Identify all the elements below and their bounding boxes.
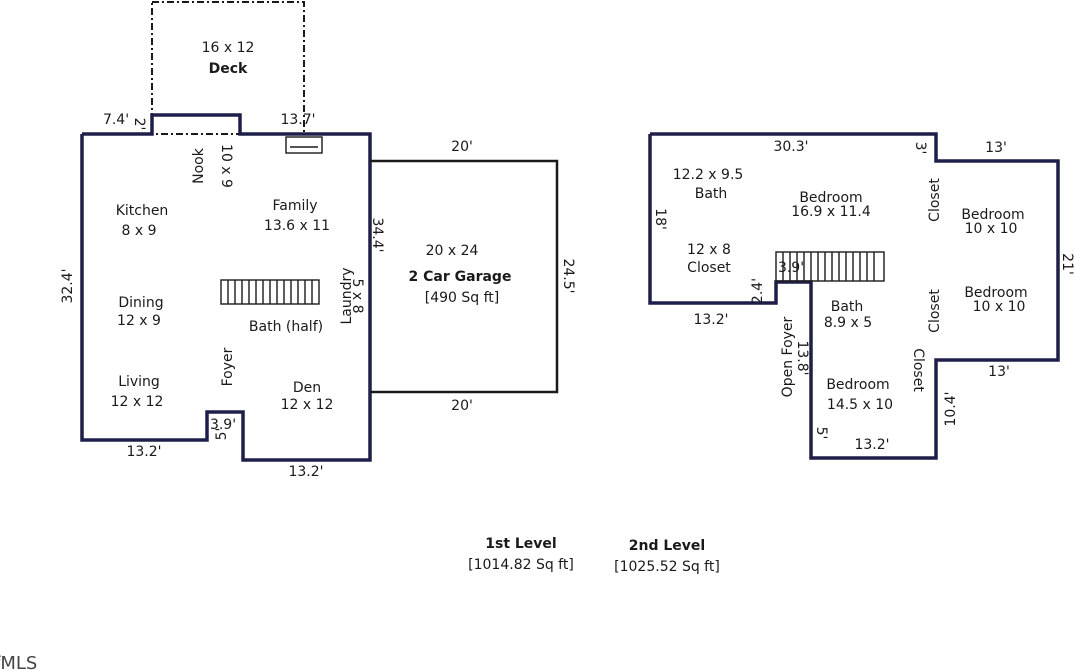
meas2-left: 18' — [652, 208, 668, 230]
meas2-bottom-notch: 5' — [813, 427, 829, 440]
living-dims: 12 x 12 — [111, 394, 164, 410]
bedroom-main-name: Bedroom — [799, 190, 862, 206]
closet-a-dims: 12 x 8 — [687, 242, 731, 258]
level-1-area: [1014.82 Sq ft] — [468, 557, 574, 573]
level-2-walls — [648, 132, 1060, 460]
fireplace — [285, 136, 323, 154]
meas2-right-top: 13' — [985, 140, 1007, 156]
level-2-area: [1025.52 Sq ft] — [614, 559, 720, 575]
meas2-small-3: 3' — [912, 142, 928, 155]
garage-area: [490 Sq ft] — [425, 290, 500, 306]
open-foyer-name: Open Foyer — [780, 316, 796, 397]
level-1-walls — [80, 113, 372, 462]
closet-a-name: Closet — [687, 260, 731, 276]
kitchen-dims: 8 x 9 — [122, 223, 157, 239]
meas-left: 32.4' — [60, 268, 76, 303]
bath-half-name: Bath (half) — [249, 319, 323, 335]
dining-dims: 12 x 9 — [117, 313, 161, 329]
deck-dims: 16 x 12 — [202, 40, 255, 56]
bedroom-2-name: Bedroom — [964, 285, 1027, 301]
closet-2-name: Closet — [927, 289, 943, 333]
meas2-right: 21' — [1059, 253, 1075, 275]
garage-outline — [370, 159, 559, 394]
level-1-plan: 16 x 12 Deck Kitchen 8 x 9 — [60, 1, 576, 480]
bath-b-dims: 8.9 x 5 — [824, 315, 872, 331]
closet-1-name: Closet — [927, 178, 943, 222]
meas2-stair-side: 2.4' — [750, 278, 766, 304]
den-dims: 12 x 12 — [281, 397, 334, 413]
stairs-level-1 — [220, 279, 320, 305]
living-name: Living — [118, 374, 160, 390]
closet-3-name: Closet — [910, 348, 926, 392]
meas-top: 13.7' — [280, 112, 315, 128]
bath-a-name: Bath — [695, 186, 728, 202]
meas-mid: 34.4' — [369, 217, 385, 252]
meas-notch-w: 3.9' — [210, 417, 236, 433]
bedroom-main-dims: 16.9 x 11.4 — [791, 204, 871, 220]
bedroom-1-name: Bedroom — [961, 207, 1024, 223]
meas2-right-mid: 13' — [988, 364, 1010, 380]
family-name: Family — [272, 198, 317, 214]
meas-left-top: 7.4' — [103, 112, 129, 128]
watermark: fMLS — [0, 653, 37, 670]
nook-name: Nook — [191, 147, 207, 184]
kitchen-name: Kitchen — [116, 203, 169, 219]
meas-garage-bottom: 20' — [451, 398, 473, 414]
bedroom-2-dims: 10 x 10 — [973, 299, 1026, 315]
level-1-label: 1st Level — [485, 536, 556, 552]
stairs-level-2 — [775, 251, 885, 282]
deck-outline — [151, 1, 305, 135]
meas-bottom-left: 13.2' — [126, 444, 161, 460]
bath-b-name: Bath — [831, 299, 864, 315]
laundry-name: Laundry — [339, 267, 355, 324]
meas-small-2: 2' — [131, 118, 147, 131]
laundry-dims: 5 x 8 — [349, 279, 365, 314]
garage-dims: 20 x 24 — [426, 243, 479, 259]
meas2-bottom: 13.2' — [854, 437, 889, 453]
meas2-right-low: 10.4' — [943, 391, 959, 426]
meas-garage-right: 24.5' — [560, 258, 576, 293]
meas2-stair: 3.9' — [778, 260, 804, 276]
meas2-foyer-side: 13.8' — [794, 340, 810, 375]
dining-name: Dining — [118, 295, 163, 311]
family-dims: 13.6 x 11 — [264, 218, 330, 234]
foyer-name: Foyer — [220, 347, 236, 386]
meas-notch-h: 5' — [214, 428, 230, 441]
bedroom-3-name: Bedroom — [826, 377, 889, 393]
meas-garage-top: 20' — [451, 139, 473, 155]
nook-dims: 10 x 9 — [218, 144, 234, 188]
level-2-label: 2nd Level — [629, 538, 705, 554]
den-name: Den — [293, 380, 321, 396]
garage-name: 2 Car Garage — [409, 269, 512, 285]
deck-name: Deck — [209, 61, 248, 77]
bedroom-3-dims: 14.5 x 10 — [827, 397, 893, 413]
bath-a-dims: 12.2 x 9.5 — [673, 167, 744, 183]
meas2-bottom-left: 13.2' — [693, 312, 728, 328]
meas2-top: 30.3' — [773, 139, 808, 155]
level-2-plan: 12.2 x 9.5 Bath 12 x 8 Closet Bedroom 16… — [648, 132, 1075, 460]
meas-bottom-right: 13.2' — [288, 464, 323, 480]
level-legend: 1st Level [1014.82 Sq ft] 2nd Level [102… — [468, 536, 720, 575]
bedroom-1-dims: 10 x 10 — [965, 221, 1018, 237]
